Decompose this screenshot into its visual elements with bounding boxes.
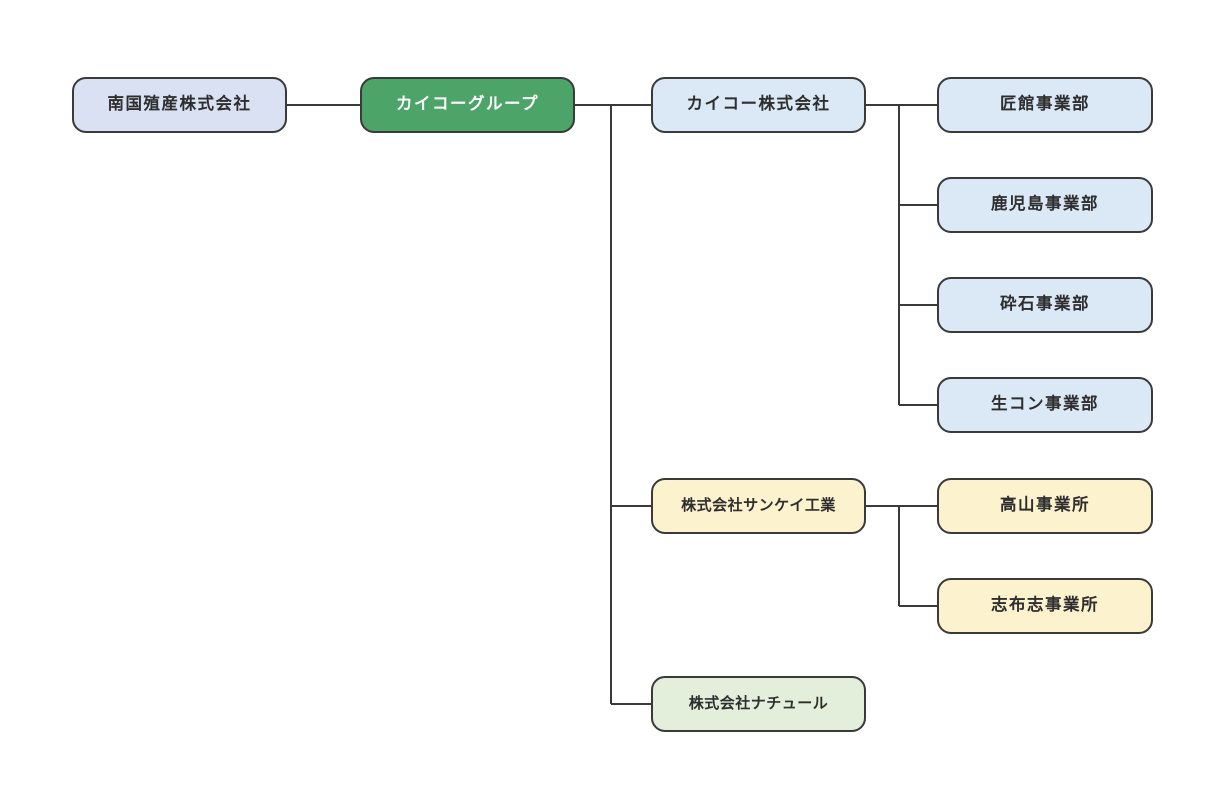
node-label: カイコー株式会社: [686, 95, 831, 114]
node-nature: 株式会社ナチュール: [651, 676, 866, 732]
connector-line-horizontal: [866, 104, 937, 106]
node-label: 生コン事業部: [991, 395, 1099, 414]
node-sankei-kogyo: 株式会社サンケイ工業: [651, 478, 866, 534]
node-namakon: 生コン事業部: [937, 377, 1153, 433]
node-label: 株式会社サンケイ工業: [681, 497, 836, 514]
node-nangoku-shokusan: 南国殖産株式会社: [72, 77, 287, 133]
connector-line-horizontal: [899, 605, 937, 607]
node-kaiko-group: カイコーグループ: [360, 77, 575, 133]
node-label: 株式会社ナチュール: [688, 695, 829, 712]
node-kaiko-kk: カイコー株式会社: [651, 77, 866, 133]
node-saiseki: 砕石事業部: [937, 277, 1153, 333]
node-label: 南国殖産株式会社: [107, 95, 252, 114]
connector-line-vertical: [898, 506, 900, 606]
connector-line-horizontal: [287, 104, 360, 106]
node-label: カイコーグループ: [395, 95, 539, 114]
connector-line-horizontal: [866, 505, 937, 507]
connector-line-horizontal: [611, 703, 651, 705]
node-label: 匠館事業部: [1000, 95, 1090, 114]
node-label: 高山事業所: [1000, 496, 1090, 515]
node-kagoshima: 鹿児島事業部: [937, 177, 1153, 233]
node-label: 鹿児島事業部: [991, 195, 1099, 214]
connector-line-horizontal: [899, 204, 937, 206]
node-takayama: 高山事業所: [937, 478, 1153, 534]
connector-line-horizontal: [575, 104, 651, 106]
node-label: 砕石事業部: [1000, 295, 1090, 314]
connector-line-horizontal: [899, 304, 937, 306]
connector-line-horizontal: [611, 505, 651, 507]
connector-line-vertical: [898, 105, 900, 405]
connector-line-vertical: [610, 105, 612, 704]
node-label: 志布志事業所: [991, 596, 1099, 615]
node-shibushi: 志布志事業所: [937, 578, 1153, 634]
node-takumikan: 匠館事業部: [937, 77, 1153, 133]
connector-line-horizontal: [899, 404, 937, 406]
